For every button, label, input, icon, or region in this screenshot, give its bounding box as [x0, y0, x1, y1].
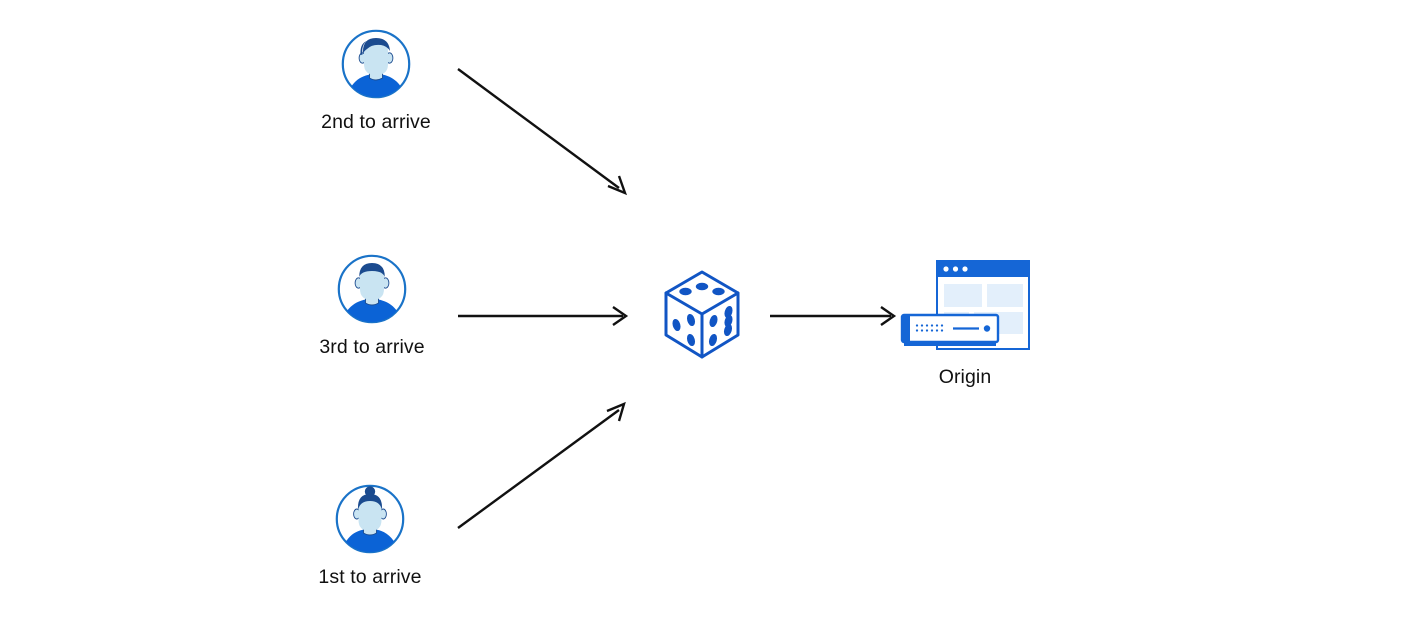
arrow-third-to-dice	[458, 306, 629, 326]
node-randomizer[interactable]	[660, 268, 744, 362]
node-label: 1st to arrive	[318, 566, 422, 588]
arrow-first-to-dice	[457, 401, 626, 529]
avatar-icon	[337, 254, 407, 324]
node-label: Origin	[938, 366, 992, 388]
dice-icon	[664, 270, 740, 359]
node-label: 2nd to arrive	[321, 111, 431, 133]
node-label: 3rd to arrive	[319, 336, 425, 358]
avatar-icon	[335, 484, 405, 554]
avatar-icon	[341, 29, 411, 99]
origin-server-icon	[900, 260, 1030, 350]
node-origin[interactable]: Origin	[898, 258, 1032, 389]
arrow-second-to-dice	[457, 68, 628, 196]
node-user-first[interactable]: 1st to arrive	[292, 483, 448, 589]
arrow-dice-to-origin	[770, 306, 897, 326]
server-device	[900, 313, 1000, 346]
node-user-second[interactable]: 2nd to arrive	[298, 28, 454, 134]
node-user-third[interactable]: 3rd to arrive	[294, 253, 450, 359]
